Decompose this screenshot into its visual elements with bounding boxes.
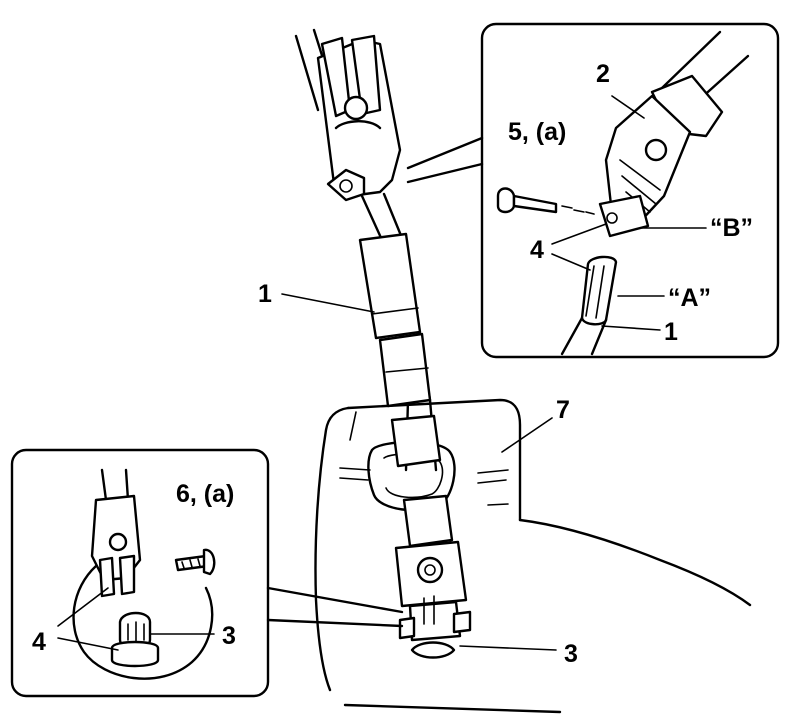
label-bolt-lower: 6, (a) [176, 480, 234, 508]
label-joint-lower-main: 3 [564, 640, 578, 668]
label-joint-upper: 2 [596, 60, 610, 88]
label-bolt-upper: 5, (a) [508, 118, 566, 146]
label-mark-a: “A” [668, 284, 711, 312]
lower-detail-inset [10, 448, 404, 698]
label-joint-lower-detail: 3 [222, 622, 236, 650]
label-shaft: 1 [258, 280, 272, 308]
leader-lines [57, 95, 707, 651]
upper-detail-inset [406, 22, 780, 359]
label-notch-upper: 4 [530, 236, 544, 264]
label-mark-b: “B” [710, 214, 753, 242]
steering-shaft [294, 28, 442, 472]
label-notch-lower: 4 [32, 628, 46, 656]
label-boot: 7 [556, 396, 570, 424]
boot-body [314, 398, 752, 714]
label-shaft-detail: 1 [664, 318, 678, 346]
lower-universal-joint-main [394, 494, 472, 659]
